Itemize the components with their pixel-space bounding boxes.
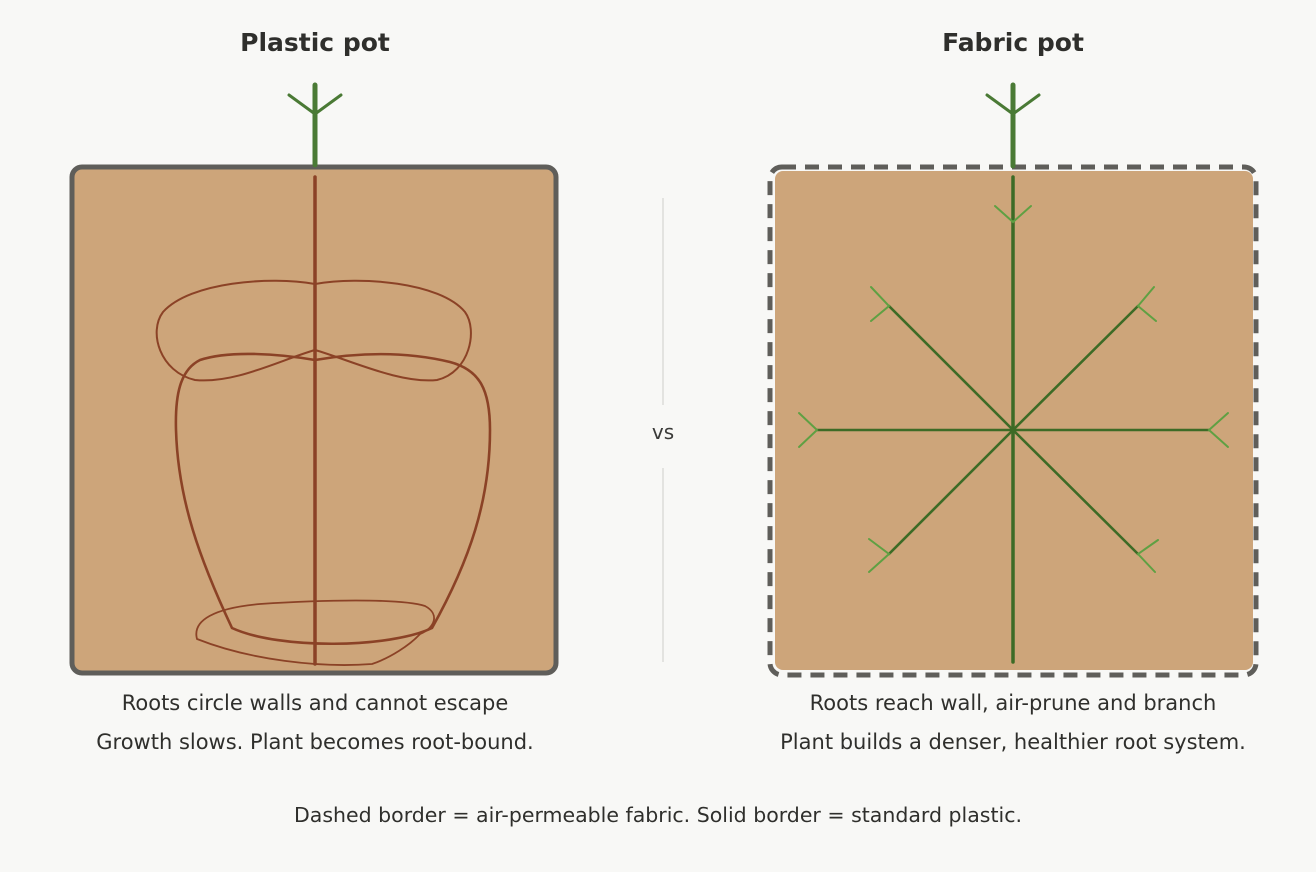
vs-label: vs [651, 420, 675, 444]
root-tip-branches [798, 205, 1229, 573]
plastic-pot [69, 82, 559, 676]
circling-roots [155, 175, 492, 666]
air-pruned-roots [815, 175, 1211, 664]
plastic-pot-caption: Roots circle walls and cannot escape Gro… [35, 684, 595, 762]
fabric-pot-title: Fabric pot [942, 28, 1084, 57]
fabric-caption-line2: Plant builds a denser, healthier root sy… [780, 730, 1246, 754]
fabric-pot-caption: Roots reach wall, air-prune and branch P… [733, 684, 1293, 762]
plastic-pot-title: Plastic pot [240, 28, 390, 57]
root-loop-body [174, 352, 492, 646]
root-ne [1011, 304, 1140, 432]
plastic-caption-line1: Roots circle walls and cannot escape [121, 691, 509, 715]
root-se [1011, 428, 1140, 556]
fabric-caption-line1: Roots reach wall, air-prune and branch [809, 691, 1217, 715]
plastic-caption-line2: Growth slows. Plant becomes root-bound. [96, 730, 534, 754]
root-loop-bottom [195, 599, 435, 666]
root-loop-top [155, 279, 472, 382]
fabric-pot [767, 82, 1259, 678]
fabric-pot-shoot-icon [985, 82, 1041, 169]
plastic-pot-shoot-icon [287, 82, 343, 168]
root-sw [887, 428, 1015, 556]
legend-footnote: Dashed border = air-permeable fabric. So… [294, 803, 1022, 827]
root-nw [887, 304, 1015, 432]
